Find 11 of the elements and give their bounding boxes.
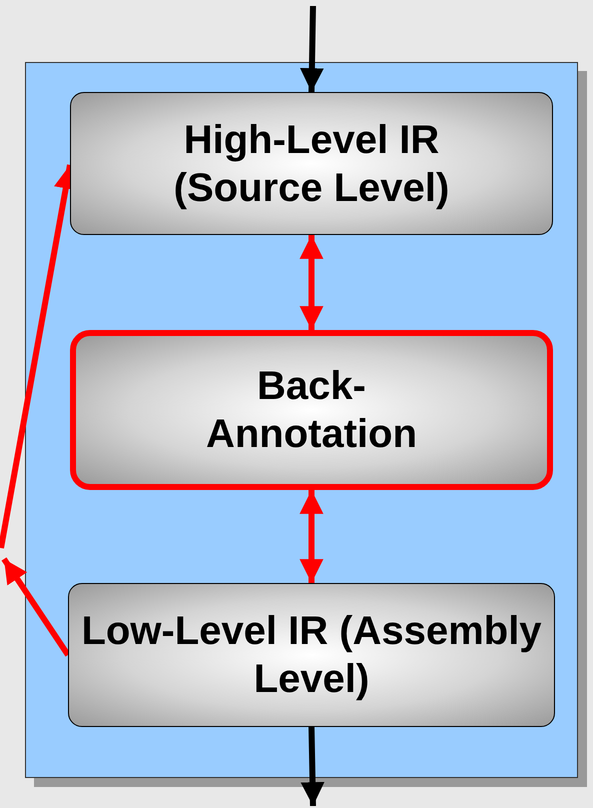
node-label: Back- Annotation [204,363,418,458]
highlighted-process-box [70,330,553,490]
process-box [68,583,555,727]
arrow [300,726,324,806]
arrow [300,235,324,330]
node-label: High-Level IR (Source Level) [172,116,450,212]
process-box [70,92,553,235]
arrow [300,6,324,92]
arrow [2,557,70,657]
node-label: Low-Level IR (Assembly Level) [80,608,543,703]
arrow [300,490,324,583]
